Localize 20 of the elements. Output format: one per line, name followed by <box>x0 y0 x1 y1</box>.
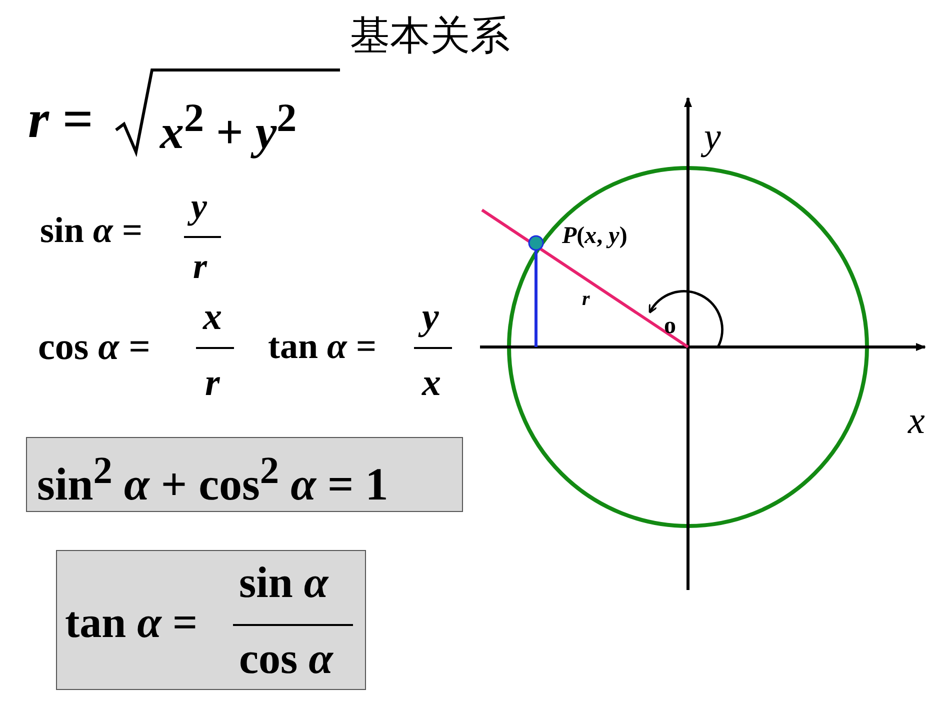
formula: sin α = <box>40 212 142 248</box>
fraction-denominator: cos α <box>239 637 333 681</box>
title: 基本关系 <box>350 16 510 56</box>
point-label: P(x, y) <box>562 224 628 248</box>
radius-label: r <box>582 289 590 309</box>
fraction-numerator: x <box>203 298 222 336</box>
formula-box <box>56 550 366 690</box>
fraction-numerator: sin α <box>239 561 328 605</box>
formula: tan α = <box>268 328 376 364</box>
formula: x$^{2}$ + y$^{2}$ <box>160 98 297 157</box>
formula: r = <box>28 92 94 146</box>
formula-box <box>26 437 463 512</box>
fraction-denominator: r <box>193 248 208 284</box>
origin-label: o <box>664 314 676 338</box>
formula: cos α = <box>38 328 150 366</box>
formula: sin$^{2}$ α + cos$^{2}$ α = 1 <box>37 452 388 508</box>
fraction-denominator: x <box>422 364 441 402</box>
fraction-denominator: r <box>205 364 220 402</box>
axis-label: x <box>908 402 925 440</box>
formula: tan α = <box>65 601 198 645</box>
